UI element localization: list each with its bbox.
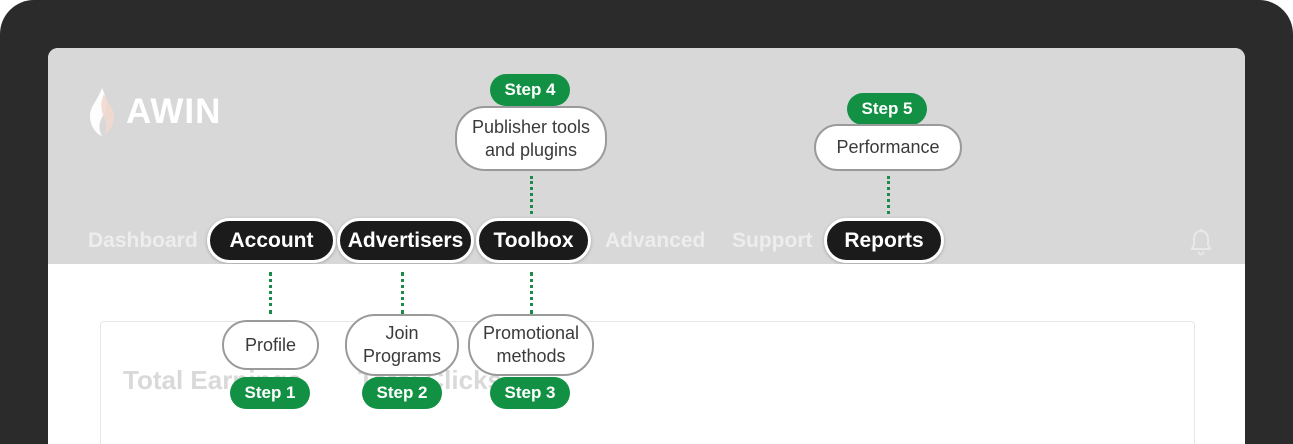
app-header: AWIN Dashboard Advanced Support Account … [48,48,1245,264]
awin-logo[interactable]: AWIN [88,88,258,138]
callout-line-2: methods [496,346,566,366]
awin-logo-text: AWIN [126,92,222,131]
callout-line-1: Publisher tools [471,116,591,137]
step-badge-5: Step 5 [847,93,927,125]
connector-step1 [269,272,272,314]
device-screen: AWIN Dashboard Advanced Support Account … [48,48,1245,444]
connector-step4 [530,176,533,214]
nav-item-advertisers[interactable]: Advertisers [337,218,474,263]
bell-icon[interactable] [1188,228,1214,256]
connector-step2 [401,272,404,314]
step-badge-2: Step 2 [362,377,442,409]
connector-step5 [887,176,890,214]
callout-bubble-profile: Profile [222,320,319,370]
nav-item-dashboard[interactable]: Dashboard [88,229,198,252]
nav-item-support[interactable]: Support [732,229,813,252]
nav-item-toolbox[interactable]: Toolbox [476,218,591,263]
callout-bubble-promotional-methods: Promotional methods [468,314,594,376]
step-badge-1: Step 1 [230,377,310,409]
callout-line-1: Join [385,323,419,343]
nav-item-account[interactable]: Account [207,218,336,263]
callout-bubble-join-programs: Join Programs [345,314,459,376]
nav-item-reports[interactable]: Reports [824,218,944,263]
awin-flame-logo-icon [90,88,114,136]
nav-item-advanced[interactable]: Advanced [605,229,706,252]
step-badge-3: Step 3 [490,377,570,409]
connector-step3 [530,272,533,314]
callout-bubble-performance: Performance [814,124,962,171]
callout-line-1: Promotional [482,323,580,343]
step-badge-4: Step 4 [490,74,570,106]
callout-line-2: and plugins [484,139,578,160]
callout-bubble-publisher-tools: Publisher tools and plugins [455,106,607,171]
callout-line-2: Programs [362,346,442,366]
